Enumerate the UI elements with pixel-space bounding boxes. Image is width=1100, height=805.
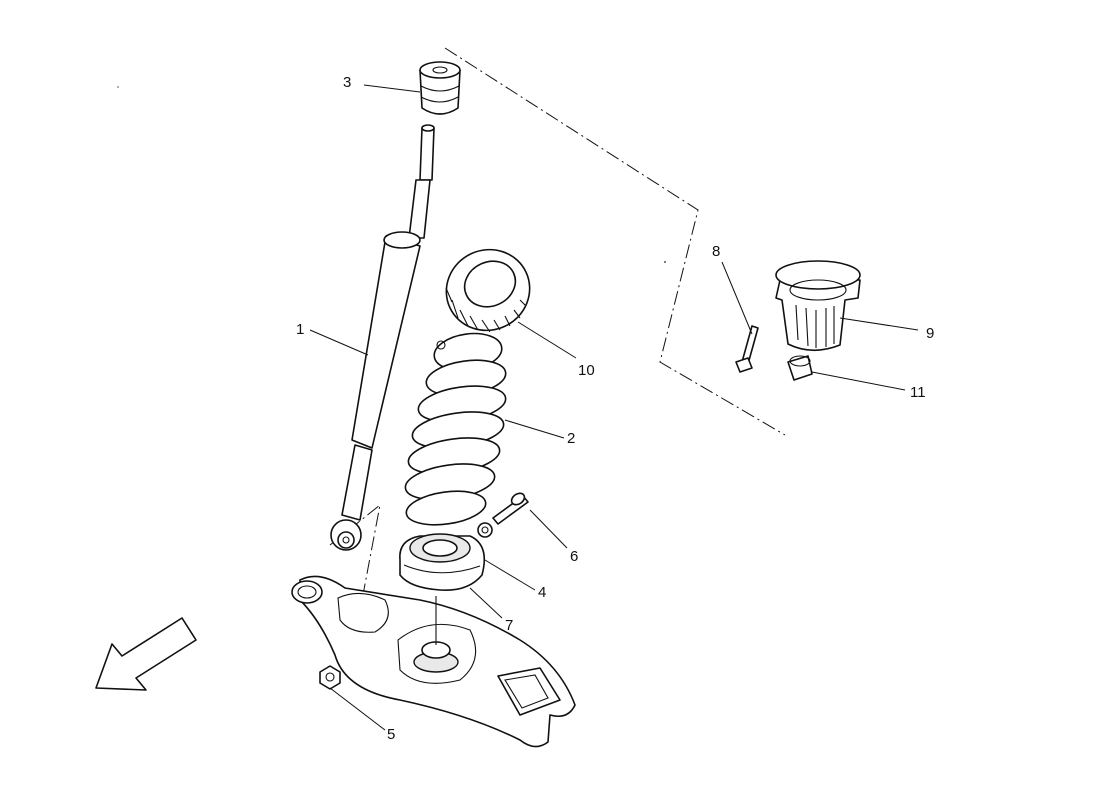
- callout-11: 11: [910, 384, 926, 401]
- bolt[interactable]: [492, 491, 529, 525]
- leader-lines: [309, 84, 919, 731]
- upper-spring-insulator[interactable]: [433, 236, 543, 344]
- callout-7: 7: [505, 617, 513, 634]
- mount-nut[interactable]: [787, 355, 813, 381]
- nut[interactable]: [319, 665, 341, 690]
- scan-speck: [117, 86, 119, 88]
- bump-stop[interactable]: [419, 61, 461, 115]
- shock-absorber[interactable]: [330, 124, 435, 551]
- front-direction-arrow-icon: [95, 617, 197, 691]
- coil-spring[interactable]: [403, 329, 508, 529]
- assembly-boundary-lines: [329, 47, 786, 601]
- callout-6: 6: [570, 548, 578, 565]
- lower-spring-seat[interactable]: [399, 533, 486, 592]
- callout-3: 3: [343, 74, 351, 91]
- callouts: 1 2 3 4 5 6 7 8 9 10 11: [296, 74, 934, 743]
- callout-4: 4: [538, 584, 546, 601]
- lower-spring-pad[interactable]: [413, 596, 459, 673]
- mount-bolt[interactable]: [735, 325, 759, 373]
- callout-1: 1: [296, 321, 304, 338]
- callout-8: 8: [712, 243, 720, 260]
- callout-9: 9: [926, 325, 934, 342]
- washer[interactable]: [477, 522, 493, 538]
- callout-2: 2: [567, 430, 575, 447]
- callout-10: 10: [578, 362, 595, 379]
- scan-speck: [664, 261, 666, 263]
- top-mount[interactable]: [775, 260, 861, 352]
- callout-5: 5: [387, 726, 395, 743]
